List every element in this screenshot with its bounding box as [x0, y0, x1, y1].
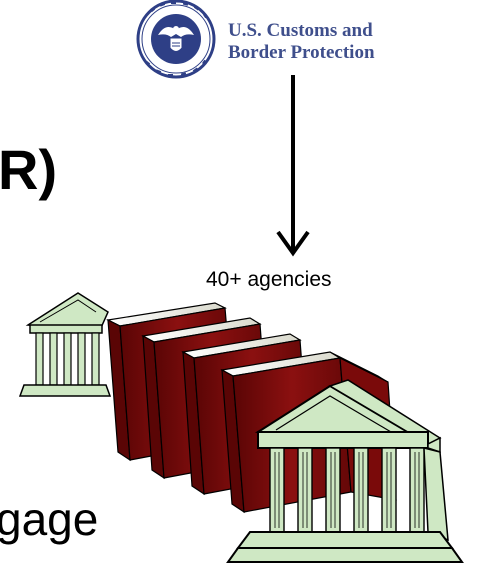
agency-name-line-1: U.S. Customs and [228, 20, 373, 41]
dhs-seal-icon [136, 0, 216, 79]
slide-body-fragment: gage [0, 493, 99, 545]
red-book-icon [106, 302, 397, 514]
down-arrow-icon [276, 75, 310, 257]
slide-heading-fragment: R) [0, 138, 58, 201]
agency-name-line-2: Border Protection [228, 42, 375, 63]
agencies-count-label: 40+ agencies [206, 268, 332, 291]
government-building-icon [18, 292, 112, 397]
government-building-icon [226, 379, 464, 563]
